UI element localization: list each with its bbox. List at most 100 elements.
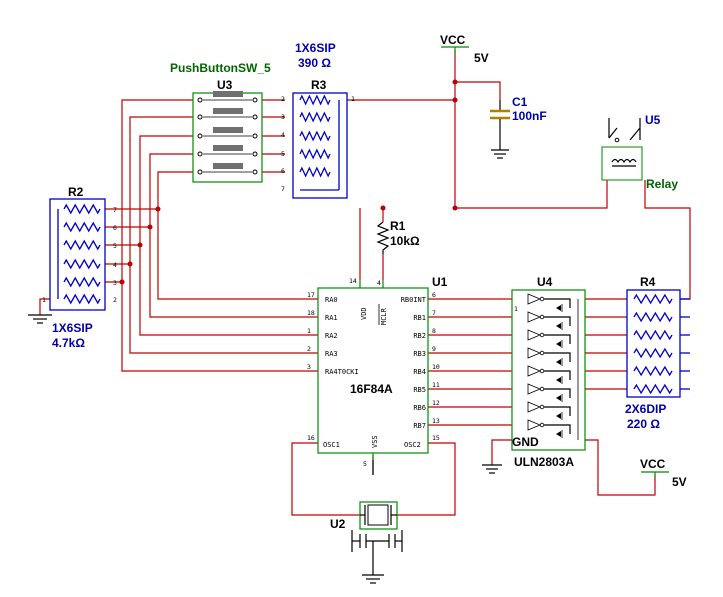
u1-pin-osc1-num: 16 <box>307 434 315 442</box>
r2-resistor <box>63 203 101 215</box>
r3-pin-number: 7 <box>281 185 285 193</box>
u4-inverter-bubble <box>539 386 545 392</box>
r3-pin-number: 3 <box>281 113 285 121</box>
wires <box>39 50 691 516</box>
u1-pin-vdd-num: 14 <box>349 277 357 285</box>
r2-type: 1X6SIP <box>52 321 93 335</box>
r3-pin-number: 5 <box>281 150 285 158</box>
switch-actuator <box>213 91 243 97</box>
u1-right-pin-name: RB0INT <box>401 296 427 304</box>
u1-right-pin-number: 10 <box>432 363 440 371</box>
u2-ref: U2 <box>330 517 346 531</box>
ground-r2 <box>28 314 52 324</box>
u1-left-pin-number: 17 <box>307 291 315 299</box>
r3-pin-number: 4 <box>281 131 285 139</box>
u4-output-lead <box>544 316 571 326</box>
u1-left-pin-name: RA0 <box>325 296 338 304</box>
u1-ref: U1 <box>432 275 448 289</box>
r2-pin-number: 6 <box>113 224 117 232</box>
u4-diode <box>556 341 561 347</box>
r2-pin-number: 4 <box>113 261 117 269</box>
r2-resistor <box>63 258 101 270</box>
relay-u5: U5 Relay <box>601 113 678 191</box>
r4-resistor <box>633 329 673 341</box>
r1-ref: R1 <box>390 219 406 233</box>
u4-inverter-bubble <box>539 422 545 428</box>
u1-right-pin-number: 13 <box>432 417 440 425</box>
u1-pin-osc2-num: 15 <box>432 434 440 442</box>
u4-buffer <box>527 383 542 395</box>
switch-actuator <box>213 108 243 114</box>
u1-left-pin-number: 3 <box>307 363 311 371</box>
switch-terminal-right <box>252 169 258 175</box>
c1-ref: C1 <box>512 95 528 109</box>
u4-gnd-label: GND <box>512 435 539 449</box>
resistor-network-r4: R4 2X6DIP 220 Ω <box>625 275 690 431</box>
u4-diode <box>556 323 561 329</box>
r2-resistor <box>63 276 101 288</box>
u1-right-pin-name: RB4 <box>413 368 426 376</box>
u1-right-pin-number: 6 <box>432 291 436 299</box>
u4-buffer <box>527 311 542 323</box>
u1-right-pin-number: 11 <box>432 381 440 389</box>
junction-dots <box>119 79 458 285</box>
u4-inverter-bubble <box>539 404 545 410</box>
u4-output-lead <box>544 424 571 434</box>
u4-diode <box>556 377 561 383</box>
u1-pin-mclr-name: MCLR <box>380 307 388 325</box>
r3-resistor <box>299 130 331 142</box>
u1-pin-osc1-name: OSC1 <box>323 441 340 449</box>
u1-right-pin-number: 9 <box>432 345 436 353</box>
u4-inverter-bubble <box>539 350 545 356</box>
vcc-bottom-label: VCC <box>640 457 666 471</box>
driver-u4: 1 GND U4 ULN2803A <box>511 275 586 469</box>
u3-ref: U3 <box>217 78 233 92</box>
u1-right-pin-name: RB2 <box>413 332 426 340</box>
r3-resistor <box>299 94 331 106</box>
r2-pin-number: 5 <box>113 242 117 250</box>
r2-resistor <box>63 221 101 233</box>
u1-right-pin-number: 8 <box>432 327 436 335</box>
r4-value: 220 Ω <box>627 417 660 431</box>
r3-pin-number: 2 <box>281 95 285 103</box>
u1-left-pin-name: RA3 <box>325 350 338 358</box>
u1-left-pin-name: RA4T0CKI <box>325 368 359 376</box>
u4-buffer <box>527 401 542 413</box>
u4-output-lead <box>544 298 571 308</box>
u4-output-lead <box>544 370 571 380</box>
u4-inverter-bubble <box>539 296 545 302</box>
r2-resistor <box>63 293 101 305</box>
switch-actuator <box>213 145 243 151</box>
u1-right-pin-name: RB3 <box>413 350 426 358</box>
u4-buffer <box>527 365 542 377</box>
u1-right-pin-number: 12 <box>432 399 440 407</box>
u1-left-pin-number: 1 <box>307 327 311 335</box>
switch-terminal-left <box>197 151 203 157</box>
vcc-bottom-symbol: VCC 5V <box>640 457 687 489</box>
vcc-bottom-voltage: 5V <box>672 475 687 489</box>
u1-pin-vss-name: VSS <box>371 435 379 448</box>
r3-pin-number: 6 <box>281 167 285 175</box>
r2-pin-number: 3 <box>113 279 117 287</box>
r4-resistor <box>633 365 673 377</box>
c1-value: 100nF <box>512 109 547 123</box>
pushbutton-u3: PushButtonSW_5 U3 <box>170 61 271 183</box>
u4-diode <box>556 305 561 311</box>
u4-inverter-bubble <box>539 368 545 374</box>
u1-right-pin-name: RB1 <box>413 314 426 322</box>
switch-terminal-left <box>197 114 203 120</box>
u4-output-lead <box>544 334 571 344</box>
u1-pin-osc2-name: OSC2 <box>404 441 421 449</box>
r2-value: 4.7kΩ <box>52 336 85 350</box>
r2-resistor <box>63 239 101 251</box>
switch-terminal-right <box>252 114 258 120</box>
switch-actuator <box>213 127 243 133</box>
switch-terminal-right <box>252 97 258 103</box>
r4-type: 2X6DIP <box>625 402 666 416</box>
r3-pin-number: 1 <box>351 95 355 103</box>
u4-diode <box>556 413 561 419</box>
r2-pin-number: 7 <box>113 206 117 214</box>
